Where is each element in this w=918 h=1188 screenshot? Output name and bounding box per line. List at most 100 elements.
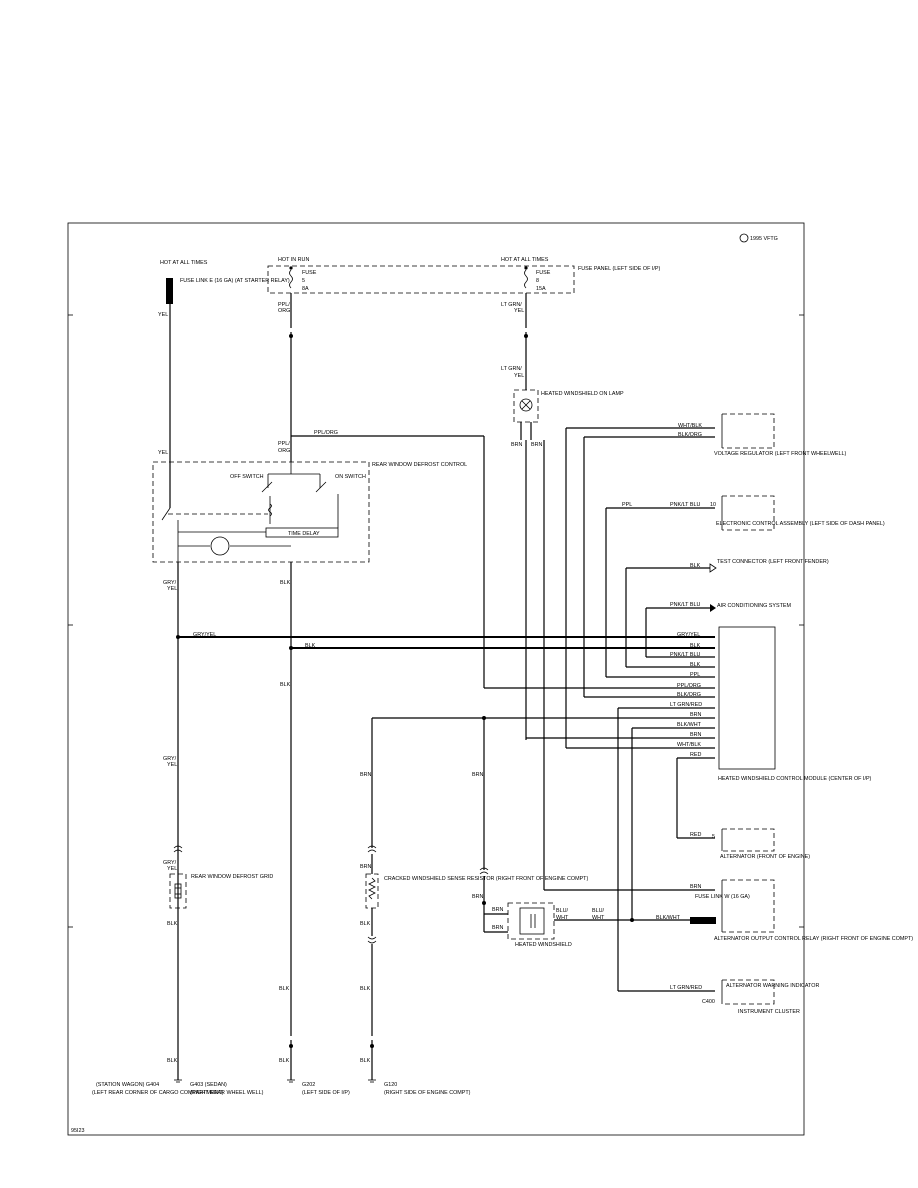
- hw-control-module-label: HEATED WINDSHIELD CONTROL MODULE (CENTER…: [718, 776, 872, 782]
- ground-g120-loc: (RIGHT SIDE OF ENGINE COMPT): [384, 1090, 471, 1096]
- wire-ppl-1: PPL/: [278, 302, 290, 308]
- on-lamp-box: [513, 389, 539, 423]
- fuse-panel-label: FUSE PANEL (LEFT SIDE OF I/P): [578, 266, 660, 272]
- eca-box: [722, 495, 775, 531]
- alt-relay-label: ALTERNATOR OUTPUT CONTROL RELAY (RIGHT F…: [714, 936, 913, 942]
- wire-ppl-2: PPL/: [278, 441, 290, 447]
- wire-brn-hw-2: BRN: [472, 894, 483, 900]
- wire-blk-bus: BLK: [305, 643, 316, 649]
- wire-pplorg-top: PPL/ORG: [314, 430, 338, 436]
- wire-blkorg-vr: BLK/ORG: [678, 432, 702, 438]
- ground-g120-icon: [368, 1079, 376, 1083]
- defrost-grid-icon: [174, 883, 182, 899]
- off-switch-label: OFF SWITCH: [230, 474, 264, 480]
- wire-blkwht-relay: BLK/WHT: [656, 915, 681, 921]
- fuse-8-icon: [524, 269, 528, 289]
- wire-blk-sensor-2: BLK: [360, 986, 371, 992]
- fuse-5-num: 5: [302, 278, 305, 284]
- voltage-regulator-label: VOLTAGE REGULATOR (LEFT FRONT WHEELWELL): [714, 451, 846, 457]
- mod-wire-3: PNK/LT BLU: [670, 652, 700, 658]
- wire-gry-yel-3: YEL: [167, 866, 177, 872]
- mod-wire-9: BRN: [690, 712, 701, 718]
- wire-pnkltblu-eca: PNK/LT BLU: [670, 502, 700, 508]
- ac-label: AIR CONDITIONING SYSTEM: [717, 603, 791, 609]
- heated-windshield-box: [507, 902, 555, 940]
- wire-ltgrnred-ind: LT GRN/RED: [670, 985, 702, 991]
- alternator-pin: 5: [712, 834, 715, 840]
- wire-org-2: ORG: [278, 448, 290, 454]
- ground-g404-icon: [174, 1079, 182, 1083]
- wire-blk-test: BLK: [690, 563, 701, 569]
- on-lamp-label: HEATED WINDSHIELD ON LAMP: [541, 391, 624, 397]
- fuse-link-w-icon: [690, 917, 716, 924]
- wire-gry-yel-2: YEL: [167, 762, 177, 768]
- hot-in-run-label: HOT IN RUN: [278, 257, 309, 263]
- copyright-text: 1995 VFTG: [750, 236, 778, 242]
- connector-c400: C400: [702, 999, 715, 1005]
- mod-wire-13: RED: [690, 752, 701, 758]
- wire-brn-hw-4: BRN: [492, 925, 503, 931]
- resistor-icon: [368, 877, 376, 900]
- fuse-panel-box: [267, 265, 575, 294]
- wire-brn-hw-3: BRN: [492, 907, 503, 913]
- ground-g403-label: G403 (SEDAN): [190, 1082, 227, 1088]
- wire-wht-2: WHT: [592, 915, 605, 921]
- defrost-grid-box: [169, 873, 187, 909]
- ground-g120-label: G120: [384, 1082, 397, 1088]
- mod-wire-2: BLK: [690, 643, 701, 649]
- wire-ltgrn-yel-1: YEL: [514, 308, 524, 314]
- wire-blu-2: BLU/: [592, 908, 604, 914]
- wire-org-1: ORG: [278, 308, 290, 314]
- ground-g403-loc: (RIGHT REAR WHEEL WELL): [190, 1090, 264, 1096]
- ground-g202-loc: (LEFT SIDE OF I/P): [302, 1090, 350, 1096]
- defrost-grid-label: REAR WINDOW DEFROST GRID: [191, 874, 273, 880]
- copyright-icon: [739, 233, 749, 243]
- fuse-link-e-icon: [166, 278, 173, 304]
- wire-ltgrn-1: LT GRN/: [501, 302, 522, 308]
- wire-yel-2: YEL: [158, 450, 168, 456]
- wire-red-alt: RED: [690, 832, 701, 838]
- wire-blk-grid: BLK: [167, 921, 178, 927]
- wire-blk-sensor-1: BLK: [360, 921, 371, 927]
- alt-warning-label: ALTERNATOR WARNING INDICATOR: [726, 983, 819, 989]
- voltage-regulator-box: [722, 413, 775, 449]
- wire-gry-1: GRY/: [163, 580, 177, 586]
- heated-windshield-icon: [519, 907, 545, 935]
- lamp-icon: [519, 398, 533, 412]
- mod-wire-5: PPL: [690, 672, 700, 678]
- test-connector-label: TEST CONNECTOR (LEFT FRONT FENDER): [717, 559, 829, 565]
- motor-icon: [210, 536, 230, 556]
- cracked-sensor-label: CRACKED WINDSHIELD SENSE RESISTOR (RIGHT…: [384, 876, 588, 882]
- wire-blk-1: BLK: [280, 580, 291, 586]
- mod-wire-11: BRN: [690, 732, 701, 738]
- ground-g404-label: (STATION WAGON) G404: [96, 1082, 159, 1088]
- hot-at-all-times-right: HOT AT ALL TIMES: [501, 257, 549, 263]
- wire-yel-1: YEL: [158, 312, 168, 318]
- cracked-sensor-box: [365, 873, 379, 909]
- fuse-link-e-label: FUSE LINK E (16 GA) (AT STARTER RELAY): [180, 278, 290, 284]
- wire-blk-g1: BLK: [167, 1058, 178, 1064]
- eca-pin: 10: [710, 502, 716, 508]
- defrost-control-label: REAR WINDOW DEFROST CONTROL: [372, 462, 467, 468]
- mod-wire-12: WHT/BLK: [677, 742, 701, 748]
- eca-label: ELECTRONIC CONTROL ASSEMBLY (LEFT SIDE O…: [716, 521, 885, 527]
- alternator-box: [722, 828, 775, 852]
- wire-blk-g2: BLK: [279, 1058, 290, 1064]
- wire-gry-2: GRY/: [163, 756, 177, 762]
- mod-wire-10: BLK/WHT: [677, 722, 702, 728]
- time-delay-box: [265, 527, 339, 538]
- fuse-5-label: FUSE: [302, 270, 317, 276]
- instrument-cluster-label: INSTRUMENT CLUSTER: [738, 1009, 800, 1015]
- diagram-frame: [67, 222, 805, 1136]
- figure-id: 95I23: [71, 1128, 85, 1134]
- wire-pnkltblu-ac: PNK/LT BLU: [670, 602, 700, 608]
- wire-ltgrn-yel-2: YEL: [514, 373, 524, 379]
- wire-blk-grid-2: BLK: [279, 986, 290, 992]
- wire-wht-1: WHT: [556, 915, 569, 921]
- fuse-8-amp: 15A: [536, 286, 546, 292]
- wire-blk-g3: BLK: [360, 1058, 371, 1064]
- on-switch-label: ON SWITCH: [335, 474, 366, 480]
- alt-relay-box: [722, 879, 775, 933]
- ground-g202-icon: [287, 1079, 295, 1083]
